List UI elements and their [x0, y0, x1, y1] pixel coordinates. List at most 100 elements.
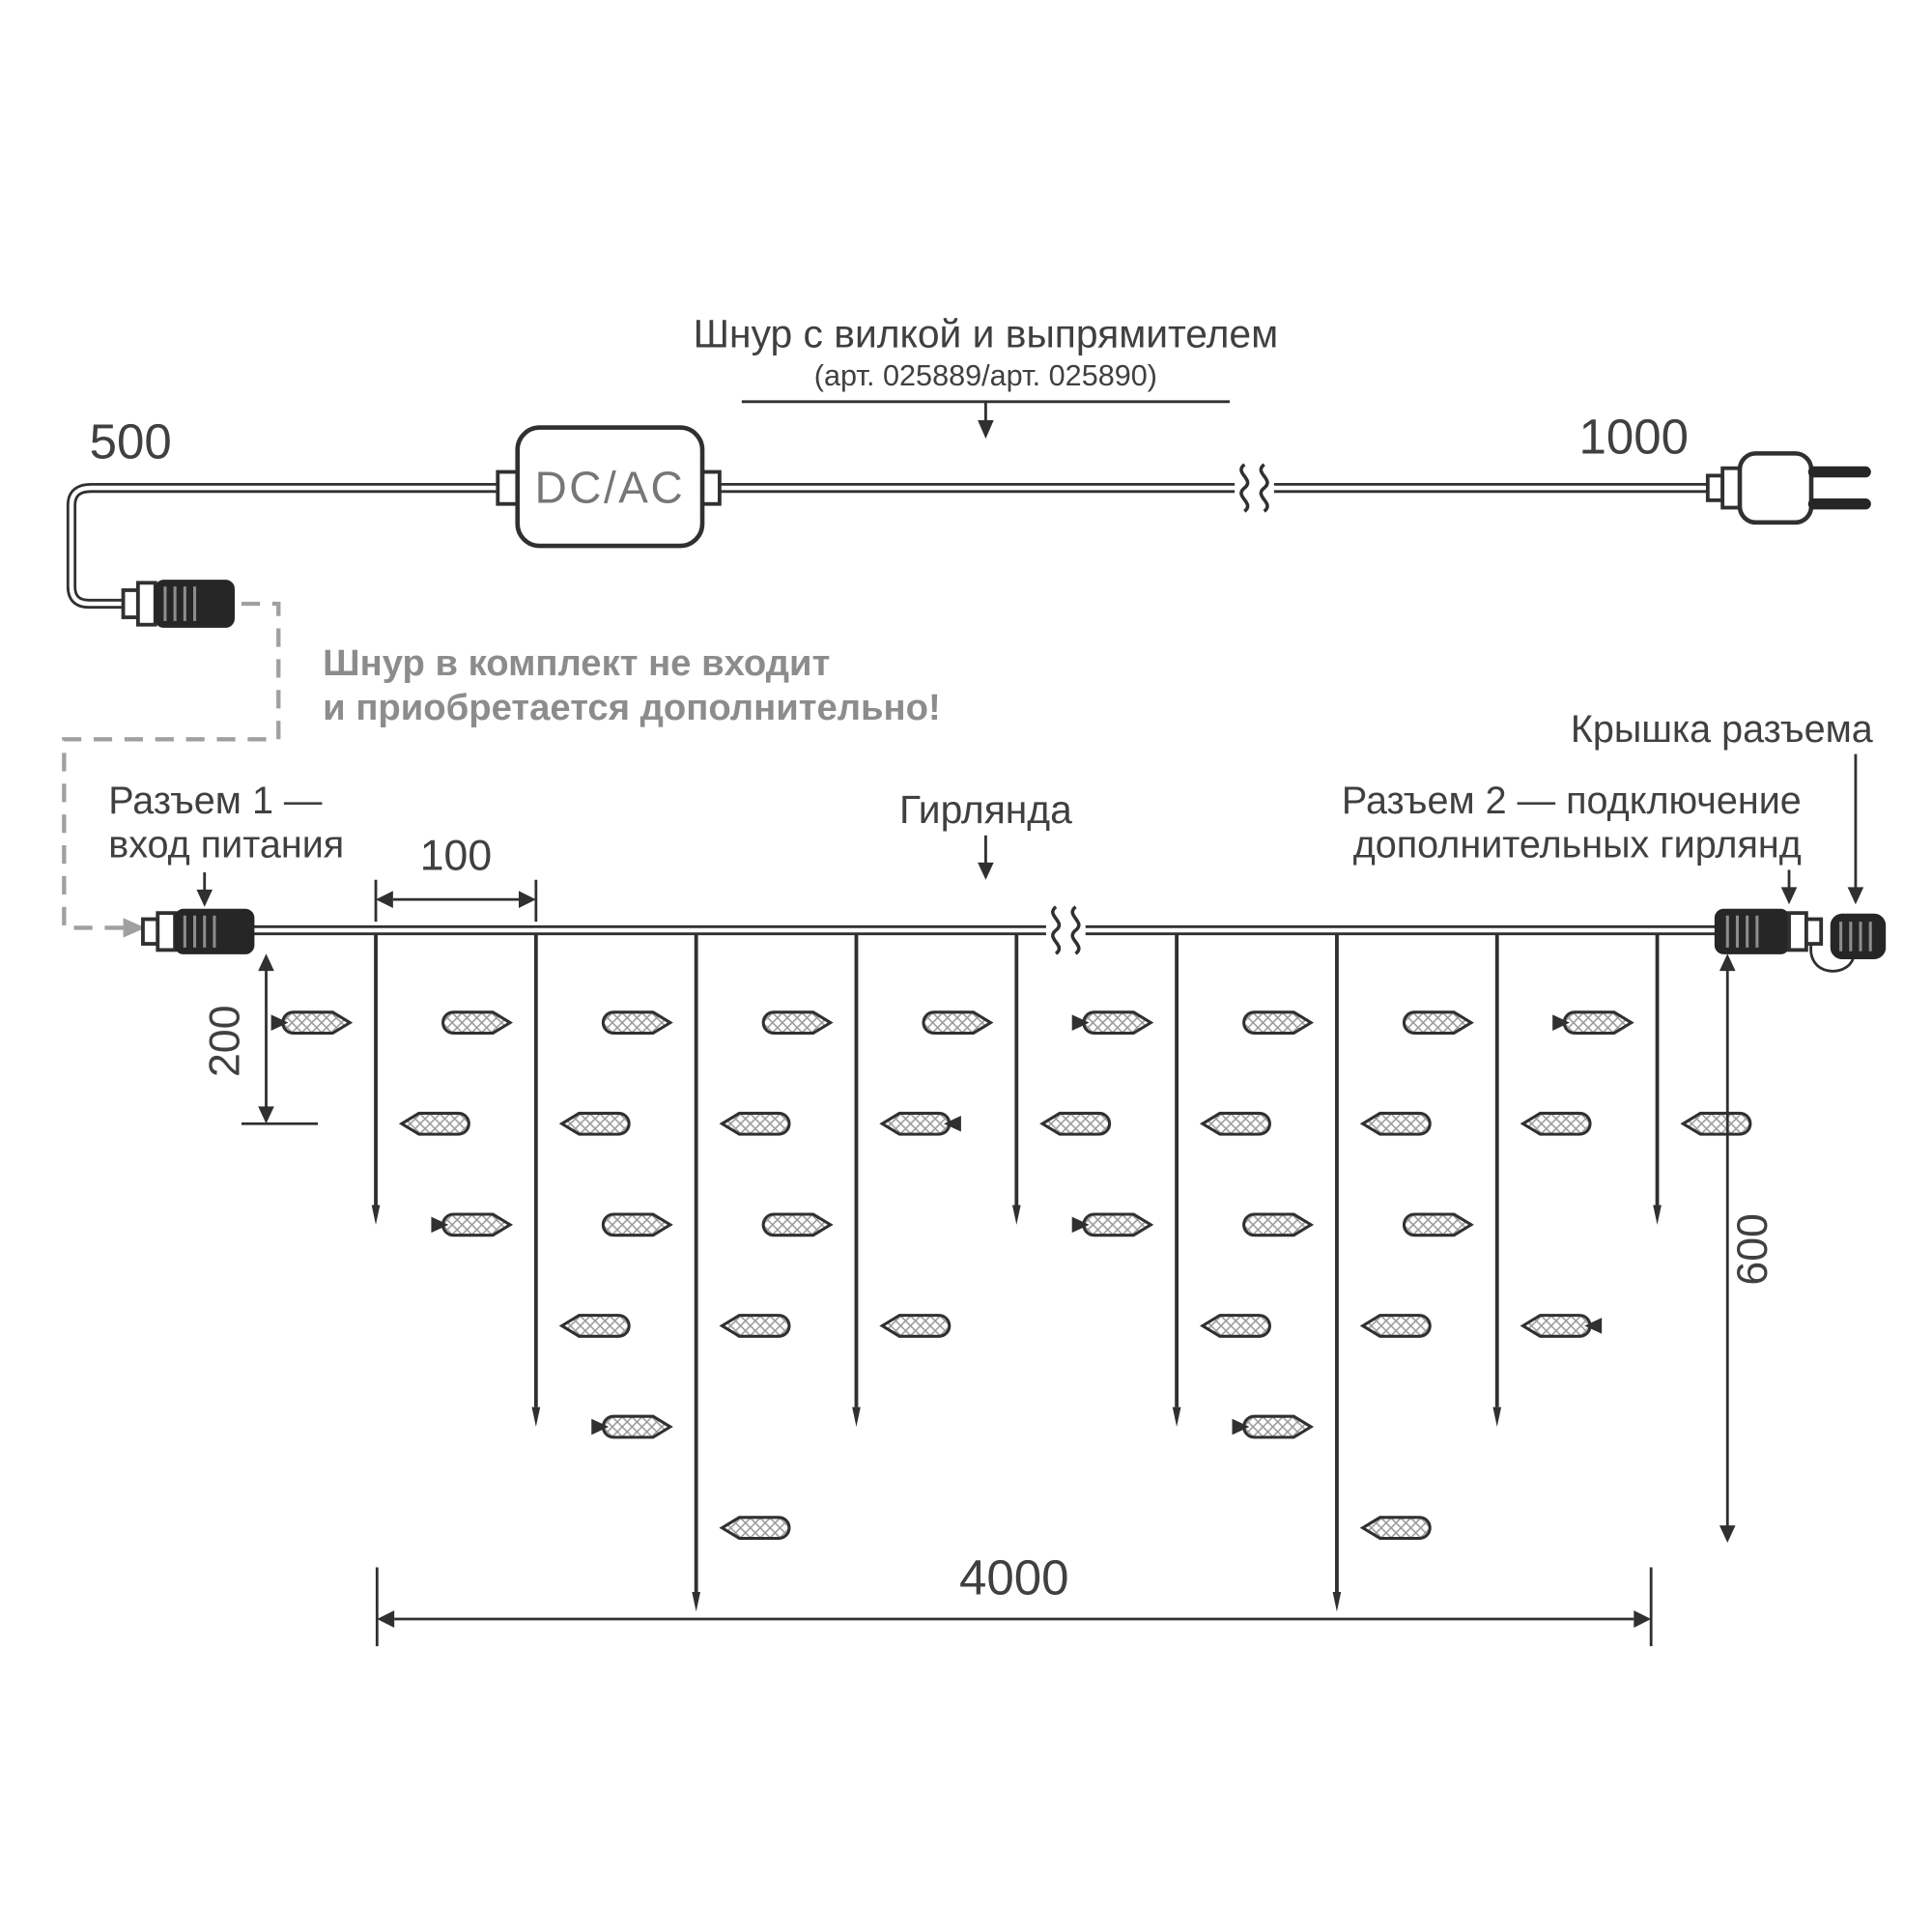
led-bulb-icon [558, 1111, 631, 1136]
cap-label: Крышка разъема [1571, 708, 1873, 751]
bulb-marker-icon [591, 1418, 610, 1435]
bulb-marker-icon [1552, 1014, 1570, 1031]
bulb-marker-icon [1071, 1216, 1090, 1234]
drop-tip [1011, 1205, 1021, 1225]
led-bulb-icon [1520, 1111, 1592, 1136]
led-bulb-icon [922, 1010, 994, 1036]
bulb-marker-icon [1071, 1014, 1090, 1031]
connector2-callout: Разъем 2 — подключение дополнительных ги… [1342, 780, 1802, 905]
garland-label-callout: Гирлянда [899, 787, 1072, 880]
led-bulb-icon [879, 1314, 952, 1338]
led-bulb-icon [719, 1516, 791, 1541]
led-bulb-icon [719, 1314, 791, 1338]
garland-drop [1071, 930, 1271, 1428]
dcac-label: DC/AC [535, 462, 686, 512]
dimension-bulb-spacing: 100 [374, 833, 538, 923]
garland-drop [761, 930, 961, 1428]
dimension-max-drop: 600 [1719, 953, 1776, 1543]
connector-cap-icon [1830, 913, 1887, 959]
garland-connector-2-icon [1714, 908, 1887, 973]
dimension-total-length: 4000 [375, 1550, 1653, 1647]
led-bulb-icon [601, 1010, 673, 1036]
led-bulb-icon [1359, 1111, 1432, 1136]
drop-tip [692, 1591, 701, 1612]
led-bulb-icon [1359, 1516, 1432, 1541]
cord-length-right: 1000 [1579, 409, 1690, 464]
dimension-600-value: 600 [1729, 1213, 1776, 1285]
led-bulb-icon [1680, 1111, 1752, 1136]
led-bulb-icon [1199, 1314, 1271, 1338]
cord-connection-dashed-path [62, 601, 281, 938]
cord-connector-icon [121, 580, 235, 628]
led-bulb-icon [1039, 1111, 1112, 1136]
connector1-label-line2: вход питания [108, 824, 344, 867]
led-bulb-icon [1562, 1010, 1634, 1036]
dimension-4000-value: 4000 [959, 1550, 1069, 1605]
dcac-converter: DC/AC [496, 425, 722, 549]
led-bulb-icon [601, 1212, 673, 1237]
cord-break-icon [1235, 463, 1274, 513]
cord-subtitle: (арт. 025889/арт. 025890) [814, 359, 1157, 392]
cord-note-line1: Шнур в комплект не входит [323, 642, 830, 684]
drop-tip [1172, 1406, 1181, 1428]
dimension-200-value: 200 [201, 1006, 248, 1077]
bulb-marker-icon [1232, 1418, 1250, 1435]
drop-tip [852, 1406, 861, 1428]
garland-drop [591, 930, 791, 1612]
led-bulb-icon [1082, 1212, 1154, 1237]
connector1-callout: Разъем 1 — вход питания [108, 780, 344, 907]
dimension-first-drop: 200 [201, 953, 319, 1125]
led-bulb-icon [719, 1111, 791, 1136]
garland-drop [270, 930, 470, 1225]
led-bulb-icon [1402, 1212, 1474, 1237]
connector2-label-line2: дополнительных гирлянд [1353, 824, 1802, 867]
garland-connector-1-icon [141, 908, 255, 954]
led-bulb-icon [1520, 1314, 1592, 1338]
bulb-marker-icon [270, 1014, 289, 1031]
drop-tip [531, 1406, 541, 1428]
bulb-marker-icon [944, 1115, 961, 1132]
drop-tip [371, 1205, 381, 1225]
led-bulb-icon [1402, 1010, 1474, 1036]
garland-drops [270, 930, 1752, 1612]
garland-drop [922, 930, 1112, 1225]
led-bulb-icon [441, 1010, 514, 1036]
led-bulb-icon [761, 1010, 834, 1036]
cord-title-callout: Шнур с вилкой и выпрямителем (арт. 02588… [694, 312, 1278, 440]
bulb-marker-icon [431, 1216, 449, 1234]
cord-note-line2: и приобретается дополнительно! [323, 687, 941, 728]
led-bulb-icon [1242, 1010, 1315, 1036]
garland-break-icon [1045, 905, 1086, 955]
cord-note: Шнур в комплект не входит и приобретаетс… [323, 642, 941, 728]
led-bulb-icon [281, 1010, 354, 1036]
drop-tip [1492, 1406, 1502, 1428]
garland-drop [1232, 930, 1432, 1612]
led-bulb-icon [879, 1111, 952, 1136]
bulb-marker-icon [1584, 1318, 1603, 1334]
cord-length-left: 500 [90, 413, 172, 469]
drop-tip [1332, 1591, 1342, 1612]
led-bulb-icon [398, 1111, 470, 1136]
power-plug-icon [1705, 451, 1871, 526]
led-bulb-icon [601, 1414, 673, 1439]
led-bulb-icon [441, 1212, 514, 1237]
led-bulb-icon [1242, 1414, 1315, 1439]
garland-drop [1402, 930, 1603, 1428]
connector1-label-line1: Разъем 1 — [108, 780, 323, 822]
led-bulb-icon [1242, 1212, 1315, 1237]
led-bulb-icon [1359, 1314, 1432, 1338]
cord-title: Шнур с вилкой и выпрямителем [694, 312, 1278, 356]
garland-drop [1552, 930, 1752, 1225]
garland-drop [431, 930, 631, 1428]
led-bulb-icon [1082, 1010, 1154, 1036]
power-cord: DC/AC [62, 425, 1871, 938]
led-bulb-icon [1199, 1111, 1271, 1136]
drop-tip [1653, 1205, 1662, 1225]
garland [141, 905, 1887, 973]
cap-callout: Крышка разъема [1571, 708, 1873, 905]
dimension-100-value: 100 [420, 833, 492, 880]
connector2-label-line1: Разъем 2 — подключение [1342, 780, 1802, 822]
led-bulb-icon [761, 1212, 834, 1237]
garland-label: Гирлянда [899, 787, 1072, 832]
